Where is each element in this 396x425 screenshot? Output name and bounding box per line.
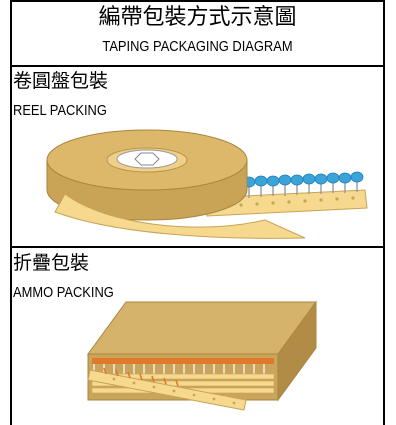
top-border: [10, 0, 385, 2]
ammo-box-icon: [87, 300, 317, 411]
section-divider: [10, 246, 385, 248]
diagram-title-chinese: 編帶包裝方式示意圖: [98, 5, 297, 30]
diagram-title-english: TAPING PACKAGING DIAGRAM: [102, 38, 293, 55]
diagram-frame: [10, 0, 385, 425]
reel-packing-title-chinese: 卷圓盤包裝: [13, 70, 109, 92]
ammo-tape-strip: [87, 367, 247, 411]
reel-tape-unwind: [54, 193, 306, 239]
ammo-box: [87, 300, 317, 402]
reel-icon: [46, 129, 368, 239]
reel-packing-title-english: REEL PACKING: [13, 102, 107, 119]
ammo-packing-title-english: AMMO PACKING: [13, 284, 114, 301]
reel-body: [46, 129, 248, 221]
header-divider: [10, 65, 385, 67]
ammo-packing-title-chinese: 折疊包裝: [13, 252, 90, 274]
